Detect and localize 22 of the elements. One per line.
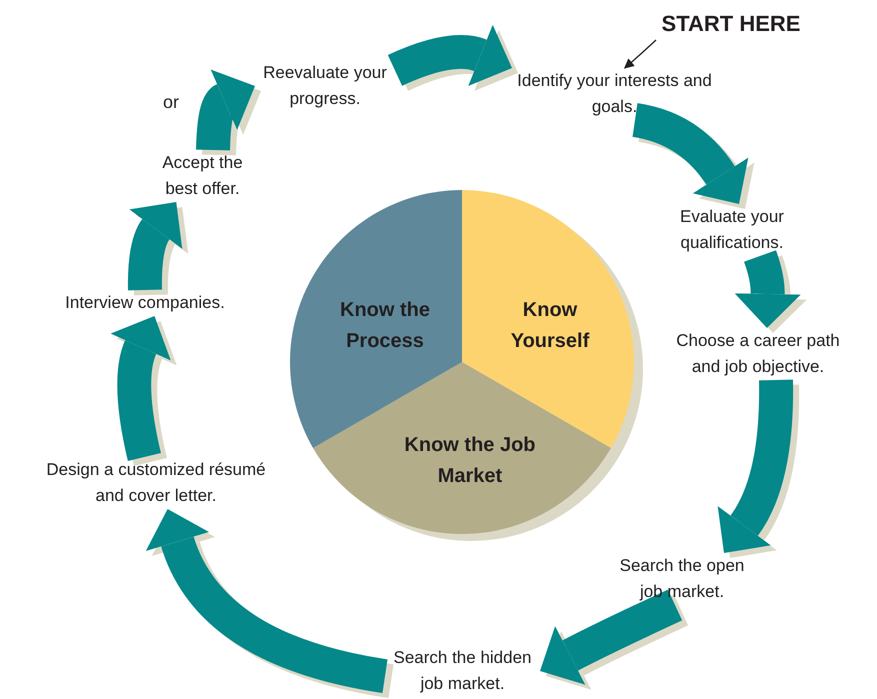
connector-word: or [163,92,180,113]
block-arrow [716,380,794,554]
start-label: START HERE [656,8,806,40]
step-label: Interview companies. [50,290,240,316]
block-arrow [196,72,253,151]
step-label: Search the open job market. [612,553,752,605]
slice-label: Know the Job Market [403,433,537,489]
step-label: Reevaluate your progress. [255,60,395,112]
step-label: Evaluate your qualifications. [662,204,802,256]
block-arrow [110,315,172,461]
step-label: Design a customized résumé and cover letter. [40,457,272,509]
block-arrow [128,200,184,290]
pie-slice [313,362,611,534]
slice-label: Know Yourself [510,298,590,354]
step-label: Accept the best offer. [150,150,255,202]
block-arrow [146,510,388,693]
step-label: Choose a career path and job objective. [668,328,848,380]
block-arrow [540,590,682,685]
slice-label: Know the Process [339,298,431,354]
step-label: Search the hidden job market. [385,645,540,697]
step-label: Identify your interests and goals. [512,68,717,120]
arrow [624,40,656,69]
